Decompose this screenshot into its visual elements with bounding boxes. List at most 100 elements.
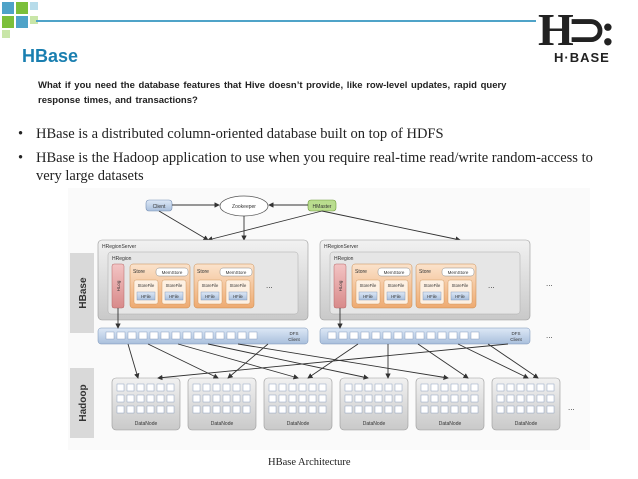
datanode-block [384,405,393,414]
corner-decoration [0,0,70,40]
dfs-block [448,331,458,340]
dfs-block [127,331,137,340]
datanode-block [470,394,479,403]
storefile-label: StoreFile [360,283,377,288]
datanode-block [354,405,363,414]
memstore-label: MemStore [448,270,469,275]
hfile-label: HFile [141,294,151,299]
datanode-label: DataNode [135,421,158,427]
slide-question: What if you need the database features t… [38,80,507,106]
datanode-block [430,405,439,414]
datanode-block [242,405,251,414]
dfs-datanode-arrow [237,343,449,380]
datanode-block [192,405,201,414]
datanode-block [232,405,241,414]
datanode-block [156,394,165,403]
dfs-block [426,331,436,340]
datanode-block [166,383,175,392]
hfile-box [200,291,220,301]
store-ellipsis: ... [266,281,273,290]
datanode-block [460,383,469,392]
datanode-block [394,383,403,392]
datanode-label: DataNode [439,421,462,427]
datanode-block [460,405,469,414]
datanode-block [242,394,251,403]
datanode-block [430,383,439,392]
dfs-block [138,331,148,340]
datanode-block [364,394,373,403]
hfile-box [422,291,442,301]
datanode-block [354,383,363,392]
datanode-block [192,394,201,403]
dfs-block [226,331,236,340]
datanode-label: DataNode [515,421,538,427]
datanode-block [420,394,429,403]
dfs-block [248,331,258,340]
datanode-block [496,394,505,403]
hfile-box [386,291,406,301]
datanode-block [146,394,155,403]
dfs-block [470,331,480,340]
datanode-block [308,383,317,392]
datanode-block [146,383,155,392]
dfs-block [360,331,370,340]
dfs-datanode-arrow [227,343,269,379]
dfs-client-label: Client [510,337,522,342]
region-server-label: HRegionServer [324,244,359,250]
datanode-block [420,405,429,414]
datanode-block [278,394,287,403]
datanode-block [354,394,363,403]
datanode-block [288,394,297,403]
datanode-block [536,394,545,403]
dfs-block [105,331,115,340]
hadoop-side-bar [70,368,94,438]
hfile-box [358,291,378,301]
datanode-block [546,394,555,403]
datanode-block [268,394,277,403]
dfs-datanode-arrow [127,343,140,379]
hregion-label: HRegion [112,256,132,262]
dfs-block [382,331,392,340]
datanode-2: DataNode [187,377,257,431]
datanode-block [516,405,525,414]
datanode-block [212,383,221,392]
datanode-block [116,383,125,392]
datanode-block [116,405,125,414]
datanode-block [318,383,327,392]
datanode-block [536,383,545,392]
dfs-block [327,331,337,340]
dfs-block [182,331,192,340]
datanode-block [192,383,201,392]
datanode-block [394,394,403,403]
memstore-box [219,267,253,277]
datanode-block [506,405,515,414]
dfs-block [116,331,126,340]
store-label: Store [197,269,209,275]
store-label: Store [133,269,145,275]
hmaster-region-arrow [321,210,461,242]
datanode-block [126,405,135,414]
datanode-block [146,405,155,414]
datanode-block [470,405,479,414]
dfs-datanode-arrow [207,343,369,380]
datanode-block [136,394,145,403]
datanode-block [166,405,175,414]
storefile-label: StoreFile [166,283,183,288]
datanode-block [156,383,165,392]
bullet-text: HBase is a distributed column-oriented d… [36,126,444,142]
datanode-ellipsis: ... [568,403,575,412]
datanode-block [222,394,231,403]
hfile-label: HFile [233,294,243,299]
logo-mark: H⊃: [538,4,616,55]
dfs-block [215,331,225,340]
datanode-4: DataNode [339,377,409,431]
memstore-box [441,267,475,277]
dfs-block [204,331,214,340]
bullet-text: HBase is the Hadoop application to use w… [36,150,593,184]
datanode-block [202,383,211,392]
memstore-label: MemStore [384,270,405,275]
hfile-box [228,291,248,301]
hfile-label: HFile [205,294,215,299]
bullet-glyph: • [18,126,24,142]
